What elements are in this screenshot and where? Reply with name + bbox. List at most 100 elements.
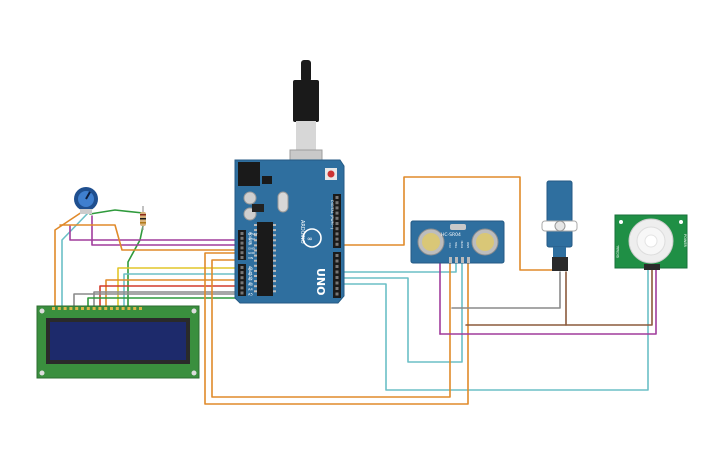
power-pin-label: GND [248,251,256,255]
lcd-pin[interactable] [127,307,131,310]
header-pin[interactable] [335,206,339,210]
header-pin[interactable] [240,276,244,280]
lcd-pin[interactable] [86,307,90,310]
power-header [238,230,246,260]
atmega-chip [257,222,273,296]
chip-pin [273,239,276,242]
header-pin[interactable] [335,227,339,231]
wires-layer [54,176,657,405]
header-pin[interactable] [240,291,244,295]
wire-lcd-yellow [117,267,239,311]
usb-cable-strain [301,60,311,82]
power-jack [238,162,260,186]
lcd-pin[interactable] [81,307,84,310]
header-pin[interactable] [335,287,339,290]
header-pin[interactable] [240,281,244,285]
servo-body [546,180,573,248]
ultrasonic-pin-label: VCC [448,242,452,248]
lcd-pin[interactable] [110,307,113,310]
header-pin[interactable] [335,265,339,268]
lcd-pin[interactable] [139,307,142,310]
wire-orange-loop-2 [204,252,469,405]
arduino-logo-mark: ∞ [307,235,313,243]
ultrasonic-crystal [450,224,466,230]
analog-pin-label: A1 [248,272,253,276]
servo-shaft [554,220,566,232]
header-pin[interactable] [335,281,339,285]
header-pin[interactable] [240,286,244,290]
ultrasonic-pin-label: GND [466,242,470,248]
header-pin[interactable] [240,236,244,240]
header-pin[interactable] [335,292,339,296]
header-pin[interactable] [240,241,244,245]
lcd-pin[interactable] [104,307,108,310]
header-pin[interactable] [240,232,244,235]
ultrasonic-pin[interactable] [467,257,470,263]
chip-pin [254,249,257,252]
ultrasonic-pin[interactable] [449,257,452,263]
lcd-pin[interactable] [63,307,67,310]
reset-button-cap [327,170,335,178]
pir-hole-tl [619,220,623,224]
digital-header-bottom [333,252,341,298]
atmega-chip-pins [254,224,276,293]
chip-pin [254,229,257,232]
header-pin[interactable] [335,276,339,279]
chip-pin [273,234,276,237]
pir-lens-center [644,234,658,248]
header-pin[interactable] [335,259,339,263]
lcd-pin[interactable] [75,307,79,310]
header-pin[interactable] [335,211,339,215]
resistor[interactable] [140,206,146,230]
chip-pin [254,254,257,257]
ultrasonic-pin[interactable] [461,257,464,263]
header-pin[interactable] [335,222,339,225]
resistor-band-1 [140,214,146,216]
lcd-pin[interactable] [92,307,96,310]
resistor-band-2 [140,218,146,220]
arduino-uno[interactable]: ∞ UNO ARDUINO DIGITAL (PWM~) POWER ANALO… [234,60,345,304]
header-pin[interactable] [240,266,244,269]
header-pin[interactable] [335,196,339,199]
lcd-pin[interactable] [52,307,55,310]
header-pin[interactable] [335,254,339,257]
header-pin[interactable] [335,242,339,246]
potentiometer-indicator [85,191,91,200]
pir-sensor[interactable]: SIGNAL POWER [614,214,688,270]
wire-brown-pir [565,269,653,326]
potentiometer[interactable] [74,187,98,214]
wire-lcd-red [99,285,239,311]
lcd-pin[interactable] [133,307,137,310]
lcd-pin[interactable] [69,307,73,310]
header-pin[interactable] [335,270,339,274]
analog-pin-label: A0 [248,267,253,271]
lcd-pin[interactable] [98,307,102,310]
lcd-display[interactable] [36,305,200,379]
header-pin[interactable] [335,216,339,220]
arduino-brand-label: UNO [314,268,327,296]
lcd-pin[interactable] [121,307,125,310]
power-pin-label: VIN [248,256,253,260]
chip-pin [273,229,276,232]
lcd-pin[interactable] [115,307,119,310]
wire-pot-teal [61,212,89,311]
wire-lcd-gray [93,291,239,311]
header-pin[interactable] [335,232,339,236]
lcd-pin[interactable] [57,307,61,310]
chip-pin [254,275,257,277]
header-pin[interactable] [335,201,339,205]
servo-motor[interactable] [541,180,578,271]
header-pin[interactable] [240,251,244,255]
header-pin[interactable] [240,271,244,275]
wire-teal-long [334,269,649,391]
wire-purple-pir [439,269,657,335]
ultrasonic-pin[interactable] [455,257,458,263]
lcd-mount-hole-tr [191,308,197,314]
header-pin[interactable] [240,256,244,259]
header-pin[interactable] [335,237,339,241]
ultrasonic-pin-label: ECHO [460,241,464,248]
header-pin[interactable] [240,246,244,250]
